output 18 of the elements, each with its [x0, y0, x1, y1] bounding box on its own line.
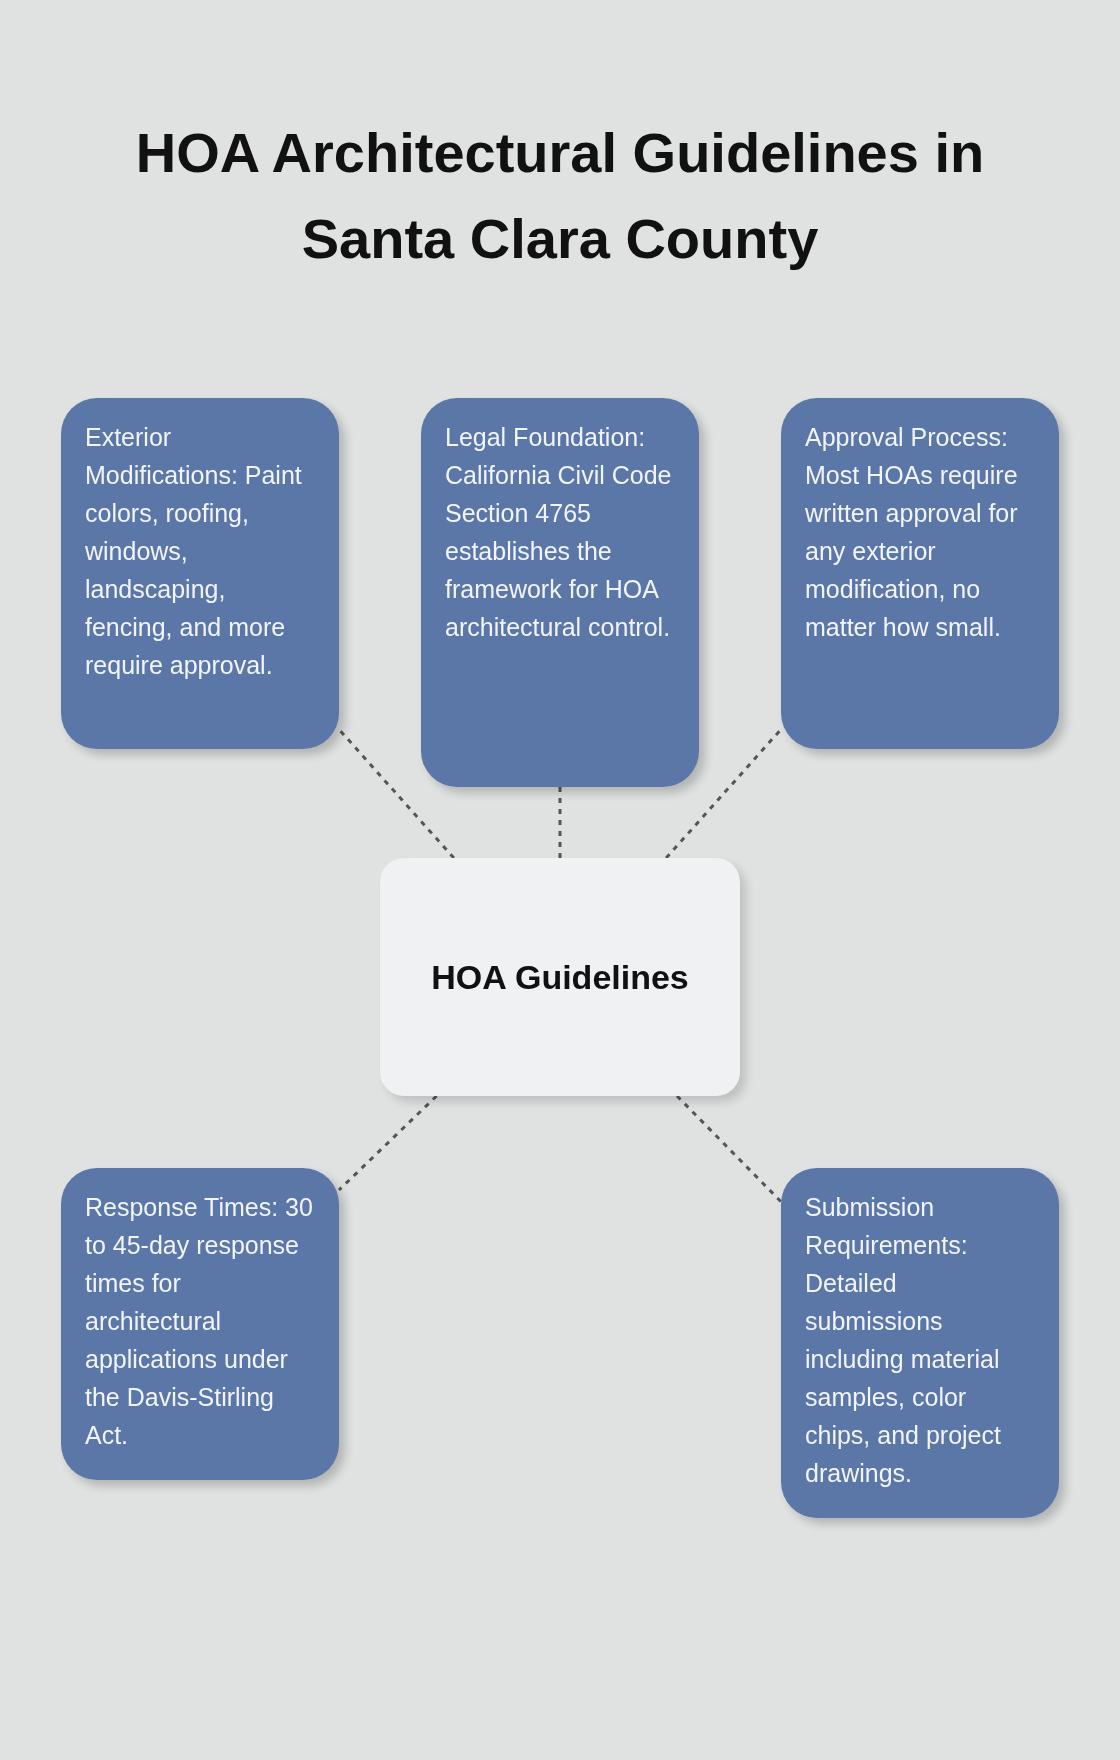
info-card — [781, 1168, 1059, 1518]
connector-line — [337, 1094, 438, 1192]
info-card — [781, 398, 1059, 749]
info-card — [421, 398, 699, 787]
central-topic-box — [380, 858, 740, 1096]
connector-line — [676, 1094, 783, 1203]
topic-label: HOA Guidelines — [431, 956, 689, 998]
card-text: Approval Process: Most HOAs require written approval for any exterior modification, no matter how small. — [805, 422, 1019, 643]
card-text: Exterior Modifications: Paint colors, roofing, windows, landscaping, fencing, and more require approval. — [85, 422, 303, 681]
info-card — [61, 398, 339, 749]
card-text: Submission Requirements: Detailed submissions including material samples, color chips, and project drawings. — [805, 1192, 1002, 1489]
info-card — [61, 1168, 339, 1480]
connector-line — [558, 787, 562, 858]
connector-line — [337, 728, 455, 859]
card-text: Response Times: 30 to 45-day response times for architectural applications under the Davis-Stirling Act. — [85, 1192, 314, 1451]
connector-line — [665, 728, 783, 859]
card-text: Legal Foundation: California Civil Code Section 4765 establishes the framework for HOA architectural control. — [445, 422, 673, 643]
diagram-title: HOA Architectural Guidelines in Santa Clara County — [134, 120, 986, 272]
